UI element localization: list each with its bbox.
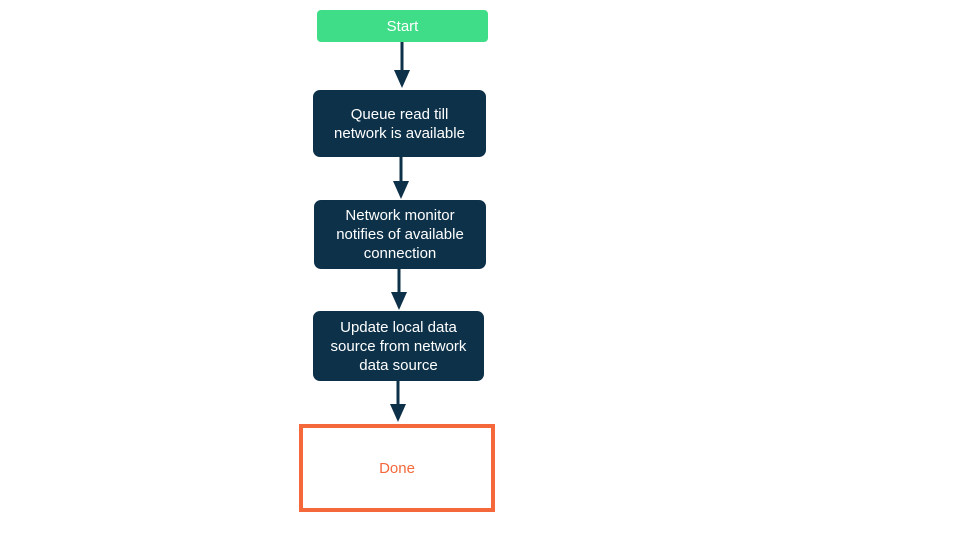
- node-network-monitor-label: Network monitor notifies of available co…: [336, 207, 464, 262]
- node-start[interactable]: Start: [317, 10, 488, 42]
- edge-start-to-step1: [390, 42, 414, 90]
- node-done-label: Done: [379, 459, 415, 477]
- node-done[interactable]: Done: [299, 424, 495, 512]
- edge-step3-to-done: [386, 381, 410, 424]
- node-update-local-data-source[interactable]: Update local data source from network da…: [313, 311, 484, 381]
- edge-step2-to-step3: [387, 269, 411, 312]
- node-start-label: Start: [386, 17, 419, 35]
- node-queue-read-label: Queue read till network is available: [334, 105, 465, 142]
- node-update-local-data-source-label: Update local data source from network da…: [330, 318, 467, 374]
- node-network-monitor[interactable]: Network monitor notifies of available co…: [314, 200, 486, 269]
- node-queue-read[interactable]: Queue read till network is available: [313, 90, 486, 157]
- edge-step1-to-step2: [389, 157, 413, 201]
